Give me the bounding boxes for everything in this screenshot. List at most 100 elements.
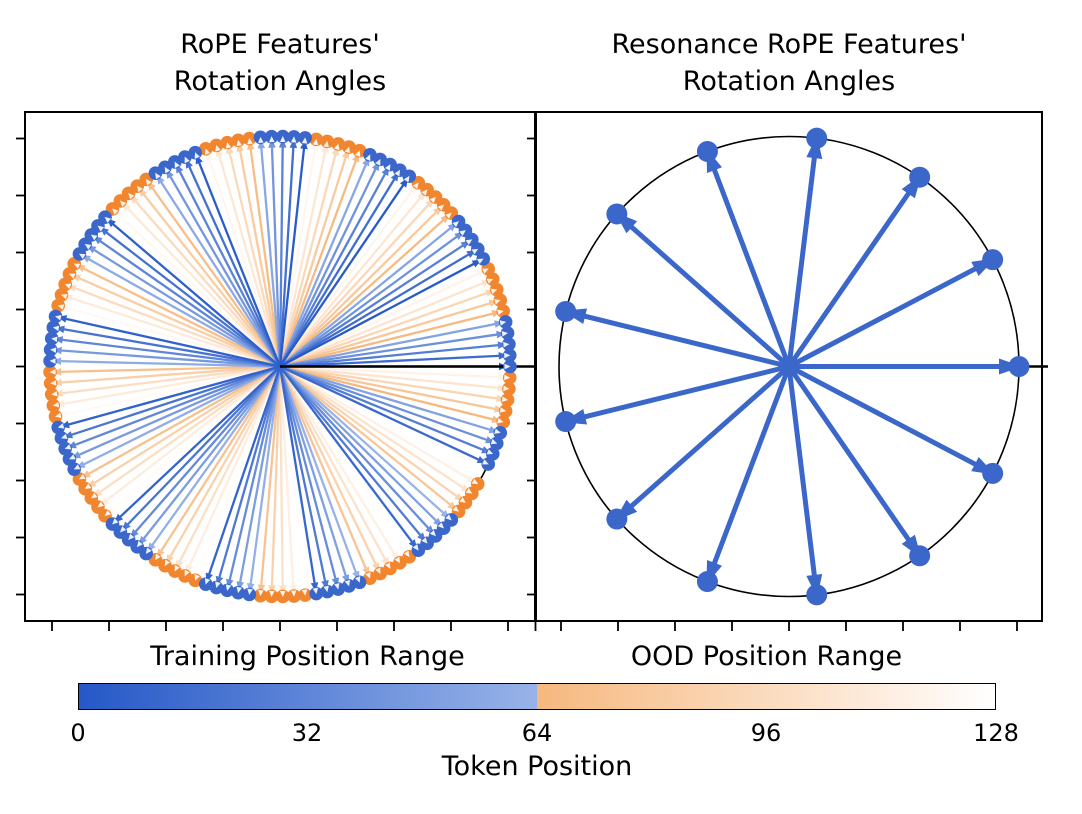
rope-position-arrow (207, 156, 282, 367)
dot-arrowhead-mark (90, 492, 98, 499)
rope-position-arrow (279, 226, 453, 368)
rope-position-arrow (279, 271, 481, 368)
rope-position-arrow (249, 366, 282, 586)
dot-arrowhead-mark (465, 239, 473, 245)
dot-arrowhead-mark (68, 454, 76, 460)
colorbar-tick-label-128: 128 (973, 719, 1019, 747)
rope-position-arrow (270, 145, 282, 367)
rope-position-arrow (279, 365, 499, 400)
dot-arrowhead-mark (494, 428, 501, 434)
rope-position-arrow (118, 214, 281, 368)
rope-position-arrow (118, 365, 281, 519)
colorbar-tick-label-32: 32 (291, 719, 323, 747)
dot-arrowhead-mark (120, 200, 127, 207)
resonance-dot (696, 571, 718, 593)
rope-position-arrow (187, 164, 282, 367)
dot-arrowhead-mark (236, 586, 242, 594)
dot-arrowhead-mark (471, 248, 479, 255)
resonance-arrow (627, 222, 791, 369)
rope-position-arrow (60, 365, 281, 395)
rope-position-arrow (278, 171, 387, 368)
dot-arrowhead-mark (73, 263, 81, 269)
rope-position-arrow (278, 167, 378, 368)
dot-arrowhead-mark (412, 182, 419, 189)
dot-arrowhead-mark (269, 136, 275, 143)
dot-arrowhead-mark (225, 584, 232, 591)
dot-arrowhead-mark (465, 488, 473, 494)
dot-arrowhead-mark (344, 146, 350, 154)
rope-position-arrow (73, 365, 281, 447)
dot-arrowhead-mark (145, 179, 152, 186)
rope-position-arrow (69, 296, 281, 368)
colorbar-ood-half (537, 684, 995, 709)
ood-range-label: OOD Position Range (630, 641, 903, 672)
rope-position-arrow (64, 365, 281, 416)
rope-position-arrow (279, 177, 397, 368)
colorbar (78, 683, 996, 710)
rope-position-arrow (279, 365, 498, 411)
rope-position-arrow (278, 155, 348, 367)
resonance-arrow (786, 366, 818, 580)
resonance-dot (982, 249, 1004, 271)
rope-position-arrow (278, 158, 358, 367)
rope-position-arrow (278, 366, 306, 587)
dot-arrowhead-mark (501, 396, 509, 402)
rope-position-arrow (279, 234, 459, 368)
dot-arrowhead-mark (97, 501, 105, 508)
rope-arrowhead (246, 140, 255, 150)
rope-position-arrow (278, 366, 284, 588)
rope-position-arrow (279, 291, 489, 368)
dot-arrowhead-mark (247, 588, 253, 595)
rope-position-arrow (279, 365, 492, 432)
resonance-arrow (786, 365, 913, 545)
dot-arrowhead-mark (60, 433, 68, 440)
dot-arrowhead-mark (97, 225, 105, 232)
dot-arrowhead-mark (344, 579, 350, 587)
rope-position-arrow (278, 149, 327, 367)
rope-position-arrow (66, 306, 281, 368)
rope-position-arrow (279, 365, 501, 390)
resonance-arrow (580, 312, 790, 369)
resonance-dot (909, 545, 931, 567)
rope-position-arrow (279, 354, 501, 368)
dot-arrowhead-mark (145, 547, 152, 554)
rope-position-arrow (279, 281, 485, 368)
dot-arrowhead-mark (258, 589, 264, 597)
rope-position-arrow (279, 365, 459, 499)
rope-position-arrow (279, 343, 501, 368)
resonance-arrow (787, 264, 980, 369)
colorbar-training-half (79, 684, 537, 709)
dot-arrowhead-mark (112, 208, 119, 215)
dot-arrowhead-mark (301, 589, 308, 596)
rope-position-arrow (77, 365, 281, 457)
rope-position-arrow (197, 160, 282, 367)
dot-arrowhead-mark (57, 304, 65, 310)
dot-arrowhead-mark (52, 401, 60, 408)
dot-arrowhead-mark (236, 139, 242, 147)
dot-arrowhead-mark (471, 478, 479, 485)
rope-position-arrow (279, 365, 397, 556)
dot-arrowhead-mark (68, 273, 76, 279)
dot-arrowhead-mark (421, 537, 428, 544)
dot-arrowhead-mark (194, 152, 200, 159)
rope-position-arrow (279, 322, 498, 368)
resonance-arrow (580, 364, 790, 421)
rope-position-arrow (111, 365, 281, 511)
dot-arrowhead-mark (403, 550, 410, 558)
dot-arrowhead-mark (49, 358, 56, 364)
rope-position-arrow (62, 365, 281, 406)
dot-arrowhead-mark (482, 459, 489, 465)
rope-position-arrow (279, 365, 439, 523)
rope-position-arrow (86, 365, 281, 476)
dot-arrowhead-mark (503, 341, 510, 348)
dot-arrowhead-mark (174, 564, 180, 572)
dot-arrowhead-mark (429, 529, 436, 537)
dot-arrowhead-mark (290, 590, 297, 597)
dot-arrowhead-mark (104, 216, 112, 223)
token-position-axis-label: Token Position (441, 751, 633, 782)
resonance-arrow (786, 188, 913, 368)
dot-arrowhead-mark (503, 385, 510, 392)
dot-arrowhead-mark (497, 309, 504, 316)
dot-arrowhead-mark (477, 258, 484, 264)
dot-arrowhead-mark (225, 142, 232, 149)
